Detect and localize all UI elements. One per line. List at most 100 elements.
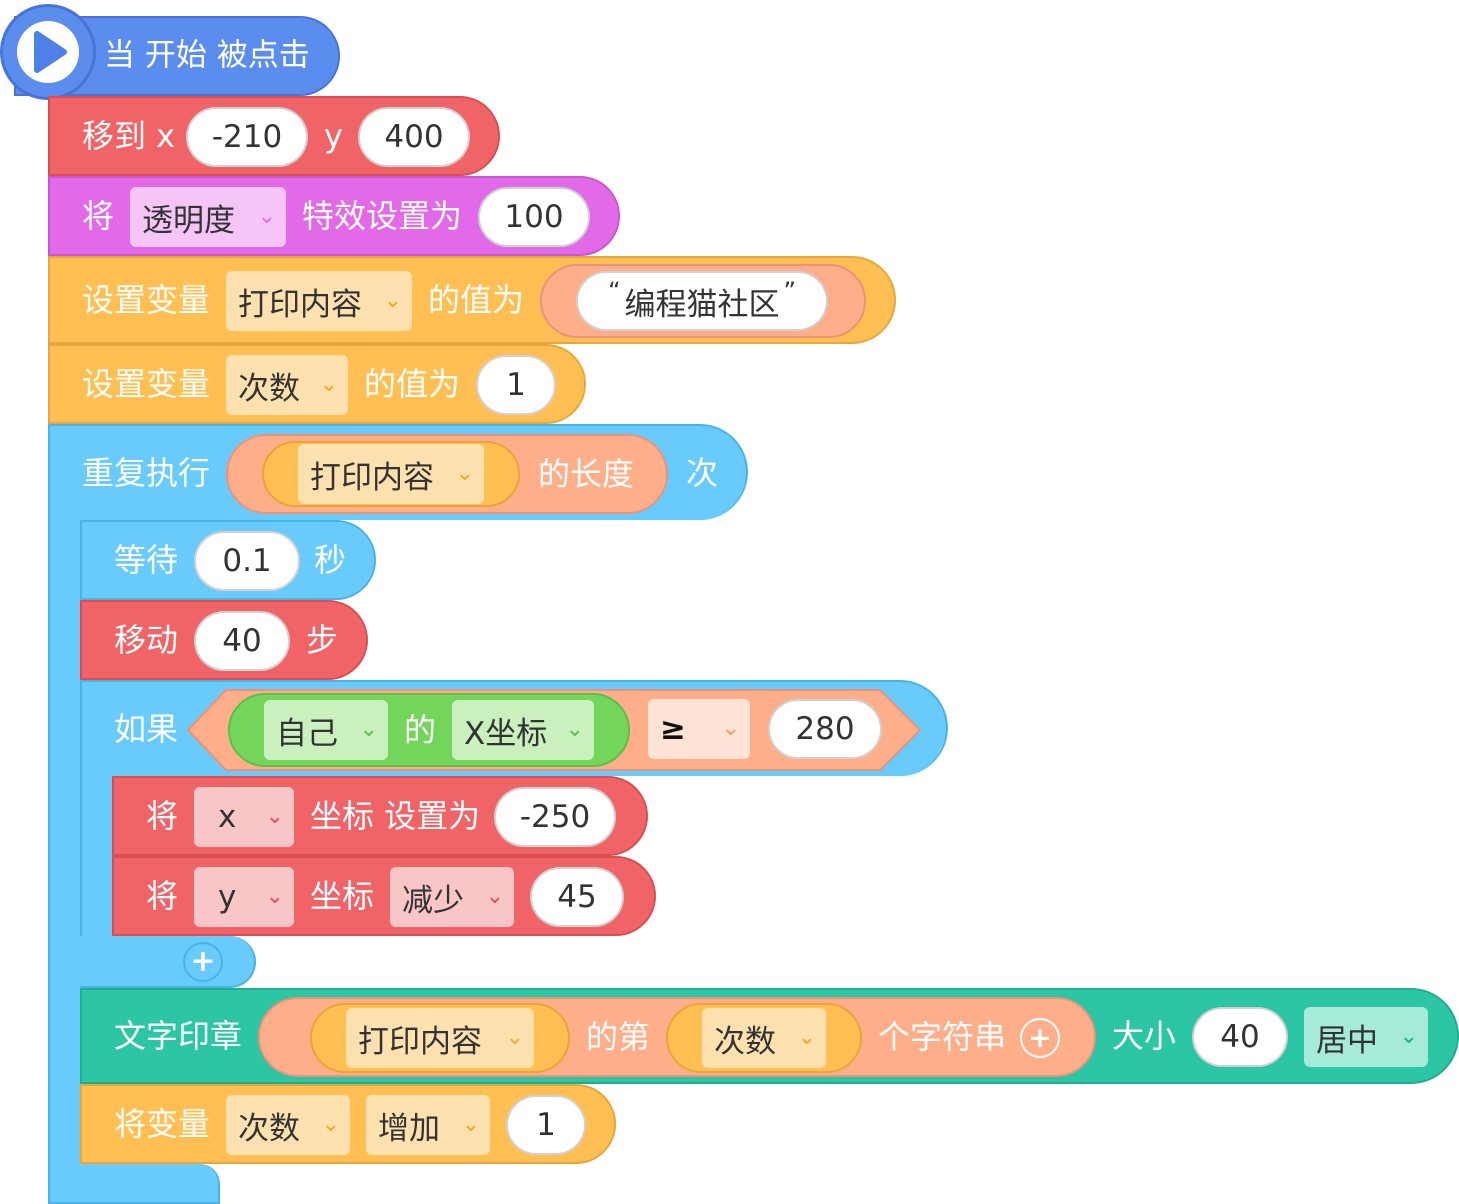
size-value-input[interactable]: 40: [1192, 1007, 1288, 1067]
set-effect-block[interactable]: 将 透明度 ⌄ 特效设置为 100: [48, 176, 620, 256]
plus-icon: +: [1028, 1021, 1052, 1054]
chevron-down-icon: ⌄: [797, 1025, 816, 1050]
chevron-down-icon: ⌄: [455, 461, 474, 486]
move-unit: 步: [306, 621, 339, 659]
align-option: 居中: [1316, 1022, 1378, 1059]
effect-option: 透明度: [142, 202, 235, 239]
hat-label: 当 开始 被点击: [104, 37, 310, 74]
stamp-variable-reporter[interactable]: 打印内容 ⌄: [310, 1003, 570, 1073]
chevron-down-icon: ⌄: [383, 288, 402, 313]
chevron-down-icon: ⌄: [565, 717, 584, 742]
play-icon[interactable]: [0, 4, 96, 100]
variable-dropdown[interactable]: 打印内容 ⌄: [226, 271, 412, 331]
change-coord-label: 坐标: [310, 877, 375, 915]
change-coord-value-input[interactable]: 45: [530, 867, 624, 927]
plus-icon: +: [190, 944, 216, 979]
if-bottom: [80, 936, 256, 988]
chevron-down-icon: ⌄: [1399, 1024, 1418, 1049]
goto-y-label: y: [324, 117, 343, 155]
change-var-op-dropdown[interactable]: 增加 ⌄: [366, 1095, 490, 1155]
index-label: 的第: [586, 1018, 651, 1056]
operator-symbol: ≥: [660, 711, 686, 747]
chevron-down-icon: ⌄: [359, 717, 378, 742]
length-label: 的长度: [538, 455, 635, 493]
change-variable-block[interactable]: 将变量 次数 ⌄ 增加 ⌄ 1: [80, 1084, 616, 1164]
stamp-variable-name: 打印内容: [358, 1023, 482, 1060]
goto-y-input[interactable]: 400: [358, 107, 470, 167]
char-at-reporter[interactable]: 打印内容 ⌄ 的第 次数 ⌄ 个字符串 +: [258, 997, 1096, 1077]
chevron-down-icon: ⌄: [319, 372, 338, 397]
move-steps-input[interactable]: 40: [194, 611, 290, 671]
repeat-variable-name: 打印内容: [310, 459, 434, 496]
text-stamp-block[interactable]: 文字印章 打印内容 ⌄ 的第 次数 ⌄ 个字符串 + 大小 40 居中 ⌄: [80, 988, 1459, 1084]
property-dropdown[interactable]: X坐标 ⌄: [452, 700, 594, 760]
string-value-input[interactable]: “ 编程猫社区 ”: [576, 271, 828, 331]
change-var-label: 将变量: [114, 1105, 211, 1143]
effect-dropdown[interactable]: 透明度 ⌄: [130, 187, 286, 247]
set-variable-block-2[interactable]: 设置变量 次数 ⌄ 的值为 1: [48, 344, 586, 424]
repeat-label: 重复执行: [82, 454, 211, 492]
close-quote: ”: [783, 277, 796, 305]
set-coord-value-input[interactable]: -250: [494, 787, 616, 847]
goto-x-input[interactable]: -210: [186, 107, 308, 167]
if-block[interactable]: 如果 自己 ⌄ 的 X坐标 ⌄ ≥ ⌄ 280: [80, 680, 948, 776]
string-reporter[interactable]: “ 编程猫社区 ”: [540, 264, 866, 338]
set-var2-mid-label: 的值为: [364, 365, 461, 403]
chevron-down-icon: ⌄: [257, 204, 276, 229]
index-variable-reporter[interactable]: 次数 ⌄: [666, 1003, 862, 1073]
variable-name-2: 次数: [238, 370, 300, 407]
variable-dropdown-2[interactable]: 次数 ⌄: [226, 355, 348, 415]
effect-value-input[interactable]: 100: [478, 187, 590, 247]
repeat-variable-dropdown[interactable]: 打印内容 ⌄: [298, 444, 484, 504]
length-reporter[interactable]: 打印内容 ⌄ 的长度: [226, 434, 668, 514]
variable-reporter[interactable]: 打印内容 ⌄: [262, 441, 520, 507]
change-var-dropdown[interactable]: 次数 ⌄: [226, 1095, 350, 1155]
set-coordinate-block[interactable]: 将 x ⌄ 坐标 设置为 -250: [112, 776, 648, 856]
effect-prefix: 将: [82, 197, 115, 235]
chevron-down-icon: ⌄: [265, 804, 284, 829]
change-coord-prefix: 将: [146, 877, 179, 915]
set-var2-value-input[interactable]: 1: [476, 355, 556, 415]
char-label: 个字符串: [878, 1018, 1007, 1056]
set-variable-block[interactable]: 设置变量 打印内容 ⌄ 的值为 “ 编程猫社区 ”: [48, 256, 896, 344]
repeat-arm: [48, 424, 82, 1204]
of-label: 的: [404, 711, 437, 749]
index-variable-name: 次数: [714, 1023, 776, 1060]
if-label: 如果: [114, 710, 179, 748]
align-dropdown[interactable]: 居中 ⌄: [1304, 1007, 1428, 1067]
add-else-button[interactable]: +: [183, 942, 223, 982]
property-reporter[interactable]: 自己 ⌄ 的 X坐标 ⌄: [228, 693, 630, 767]
axis-name: x: [218, 799, 237, 835]
chevron-down-icon: ⌄: [505, 1025, 524, 1050]
repeat-block[interactable]: 重复执行 打印内容 ⌄ 的长度 次: [48, 424, 748, 520]
operator-dropdown[interactable]: ≥ ⌄: [648, 699, 750, 759]
set-var2-label: 设置变量: [82, 365, 211, 403]
add-param-button[interactable]: +: [1020, 1018, 1060, 1058]
axis-name-2: y: [218, 879, 237, 915]
stamp-variable-dropdown[interactable]: 打印内容 ⌄: [346, 1008, 534, 1068]
goto-xy-block[interactable]: 移到 x -210 y 400: [48, 96, 500, 176]
compare-value-input[interactable]: 280: [768, 699, 882, 759]
string-value: 编程猫社区: [624, 286, 780, 323]
axis-dropdown-2[interactable]: y ⌄: [194, 867, 294, 927]
chevron-down-icon: ⌄: [321, 1112, 340, 1137]
chevron-down-icon: ⌄: [265, 884, 284, 909]
wait-seconds-input[interactable]: 0.1: [194, 531, 300, 591]
change-op-dropdown[interactable]: 减少 ⌄: [390, 867, 514, 927]
index-variable-dropdown[interactable]: 次数 ⌄: [702, 1008, 826, 1068]
chevron-down-icon: ⌄: [485, 884, 504, 909]
open-quote: “: [608, 277, 621, 305]
repeat-bottom: [48, 1164, 220, 1204]
change-coordinate-block[interactable]: 将 y ⌄ 坐标 减少 ⌄ 45: [112, 856, 656, 936]
object-name: 自己: [276, 715, 338, 752]
change-op-name: 减少: [402, 882, 464, 919]
wait-unit: 秒: [314, 541, 347, 579]
move-steps-block[interactable]: 移动 40 步: [80, 600, 368, 680]
change-var-value-input[interactable]: 1: [506, 1095, 586, 1155]
chevron-down-icon: ⌄: [461, 1112, 480, 1137]
axis-dropdown[interactable]: x ⌄: [194, 787, 294, 847]
repeat-suffix: 次: [686, 454, 719, 492]
size-label: 大小: [1112, 1017, 1177, 1055]
object-dropdown[interactable]: 自己 ⌄: [264, 700, 388, 760]
wait-block[interactable]: 等待 0.1 秒: [80, 520, 376, 600]
